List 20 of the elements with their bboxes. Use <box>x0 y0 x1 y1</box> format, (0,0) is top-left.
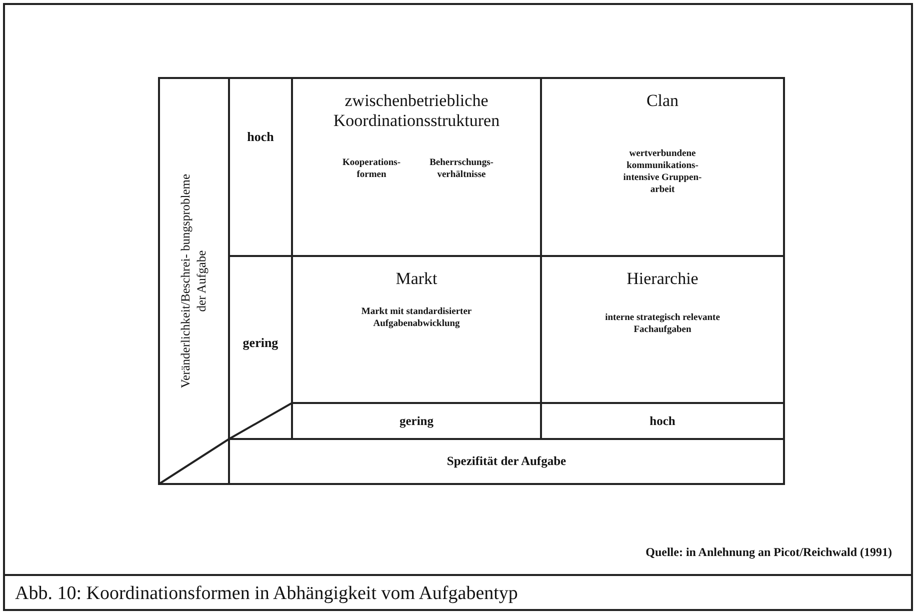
axis-value: Spezifität der Aufgabe <box>446 454 566 469</box>
quadrant-heading: Clan <box>646 91 679 112</box>
quadrant-heading: Hierarchie <box>626 269 698 290</box>
axis-value: gering <box>399 414 434 428</box>
axis-value: gering <box>242 334 278 350</box>
axis-value: hoch <box>247 129 274 145</box>
figure-caption: Abb. 10: Koordinationsformen in Abhängigkeit vom Aufgabentyp <box>15 582 518 604</box>
axis-title: Veränderlichkeit/Beschrei- bungsprobleme der Aufgabe <box>178 172 210 390</box>
quadrant-cell <box>540 77 785 257</box>
quadrant-description: wertverbundene kommunikations- intensive Gruppen- arbeit <box>622 149 703 197</box>
quadrant-description: Kooperations- formen <box>341 158 402 182</box>
quadrant-description: Beherrschungs- verhältnisse <box>428 158 494 182</box>
axis-cell <box>158 77 230 485</box>
quadrant-heading: zwischenbetriebliche Koordinationsstrukturen <box>332 91 501 132</box>
axis-value: hoch <box>650 414 676 428</box>
source-note: Quelle: in Anlehnung an Picot/Reichwald (1991) <box>646 545 892 560</box>
quadrant-description: Markt mit standardisierter Aufgabenabwicklung <box>360 307 473 332</box>
quadrant-heading: Markt <box>396 269 438 290</box>
quadrant-description: interne strategisch relevante Fachaufgaben <box>604 313 721 338</box>
axis-cell <box>228 438 785 485</box>
